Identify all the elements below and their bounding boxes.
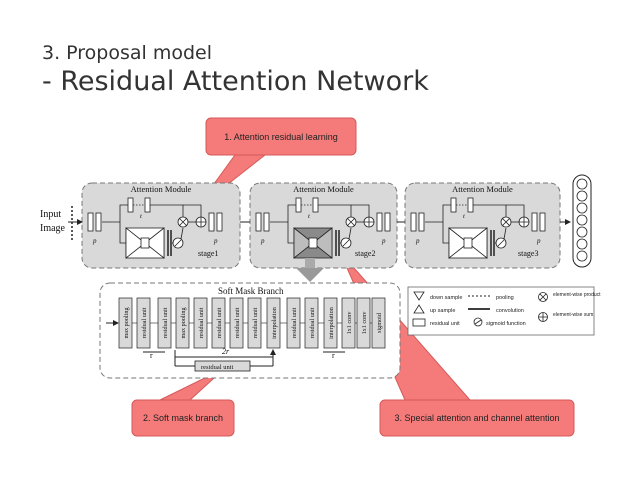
element-wise-sum-icon (518, 216, 530, 228)
soft-mask-block-label: 1x1 conv (346, 311, 353, 335)
attention-module-1: Attention Module stage1 p t p (81, 182, 241, 269)
legend-down-sample: down sample (430, 295, 462, 301)
attention-module-3: Attention Module stage3 p t p (404, 182, 561, 269)
output-node (576, 178, 588, 190)
attention-module-2: Attention Module stage2 p t p (249, 182, 398, 269)
callout-3: 3. Special attention and channel attenti… (379, 399, 575, 437)
soft-mask-block-label: 1x1 conv (361, 311, 368, 335)
p-label: p (260, 237, 265, 245)
soft-mask-block: residual unit (157, 297, 172, 349)
soft-mask-block: residual unit (136, 297, 151, 349)
output-node (576, 250, 588, 262)
module-label: Attention Module (131, 184, 192, 194)
up-sample-icon (413, 304, 425, 314)
hourglass-mask-icon (293, 227, 340, 259)
t-label: t (308, 213, 310, 220)
soft-mask-block: sigmoid (371, 297, 386, 349)
soft-mask-block-label: residual unit (162, 307, 169, 338)
p-label: p (536, 237, 541, 245)
soft-mask-block-label: residual unit (291, 307, 298, 338)
soft-mask-block-label: residual unit (141, 307, 148, 338)
input-label-line1: Input (40, 209, 61, 220)
t-label: t (140, 213, 142, 220)
p-label: p (415, 237, 420, 245)
soft-mask-block-label: max pooling (180, 307, 187, 338)
t-label: t (463, 213, 465, 220)
stage-label: stage2 (355, 249, 375, 258)
soft-mask-block: residual unit (193, 297, 208, 349)
soft-mask-block-label: residual unit (309, 307, 316, 338)
output-node (576, 238, 588, 250)
element-wise-product-icon (345, 216, 357, 228)
soft-mask-block-label: residual unit (234, 307, 241, 338)
callout-1-text: 1. Attention residual learning (224, 132, 338, 142)
soft-mask-block: residual unit (211, 297, 226, 349)
legend-up-sample: up sample (430, 308, 455, 314)
legend-sigmoid: sigmoid function (486, 321, 526, 327)
stage-label: stage1 (198, 249, 218, 258)
callout-1: 1. Attention residual learning (205, 117, 357, 156)
r-label-left: r (150, 351, 153, 360)
p-label: p (381, 237, 386, 245)
soft-mask-block-label: max pooling (123, 307, 130, 338)
hourglass-mask-icon (448, 227, 495, 259)
element-wise-sum-icon (363, 216, 375, 228)
soft-mask-block-label: residual unit (216, 307, 223, 338)
callout-3-text: 3. Special attention and channel attenti… (394, 413, 559, 423)
soft-mask-block: max pooling (118, 297, 133, 349)
soft-mask-block-label: residual unit (198, 307, 205, 338)
output-node (576, 226, 588, 238)
r-label-right: r (332, 351, 335, 360)
soft-mask-block: residual unit (286, 297, 301, 349)
soft-mask-block: residual unit (304, 297, 319, 349)
legend-residual-unit: residual unit (430, 321, 460, 327)
soft-mask-block-label: sigmoid (376, 312, 383, 333)
output-node (576, 202, 588, 214)
legend-convolution: convolution (496, 308, 524, 314)
soft-mask-block: 1x1 conv (356, 297, 371, 349)
stage2-to-softmask-arrow (296, 268, 324, 282)
stage2-to-softmask-stem (305, 258, 315, 268)
slide-subtitle: - Residual Attention Network (42, 66, 429, 97)
element-wise-product-icon (177, 216, 189, 228)
residual-unit-skip: residual unit (201, 364, 234, 371)
callout-2: 2. Soft mask branch (131, 399, 235, 437)
output-column (572, 174, 592, 268)
soft-mask-block-label: interpolation (271, 307, 278, 339)
legend-pooling: pooling (496, 295, 514, 301)
output-node (576, 190, 588, 202)
input-label-line2: Image (40, 223, 66, 234)
module-label: Attention Module (452, 184, 513, 194)
soft-mask-block-label: interpolation (328, 307, 335, 339)
stage-label: stage3 (518, 249, 538, 258)
soft-mask-block-label: residual unit (252, 307, 259, 338)
p-label: p (92, 237, 97, 245)
legend-element-wise-sum: element-wise sum (553, 312, 593, 318)
element-wise-sum-icon (195, 216, 207, 228)
p-label: p (213, 237, 218, 245)
soft-mask-block: max pooling (175, 297, 190, 349)
residual-unit-icon (412, 318, 426, 327)
element-wise-product-icon (500, 216, 512, 228)
slide-title: 3. Proposal model (42, 42, 213, 64)
legend-element-wise-product: element-wise product (553, 292, 601, 298)
down-sample-icon (413, 291, 425, 301)
callout-2-text: 2. Soft mask branch (143, 413, 223, 423)
module-label: Attention Module (293, 184, 354, 194)
soft-mask-branch: Soft Mask Branch max pooling residual uni… (99, 282, 401, 379)
hourglass-mask-icon (125, 227, 172, 259)
output-node (576, 214, 588, 226)
soft-mask-block: residual unit (229, 297, 244, 349)
two-r-label: 2r (222, 347, 230, 356)
soft-mask-block: interpolation (266, 297, 281, 349)
soft-mask-block: 1x1 conv (341, 297, 356, 349)
legend: down sample up sample residual unit pool… (407, 286, 601, 336)
soft-mask-block: residual unit (247, 297, 262, 349)
soft-mask-block: interpolation (323, 297, 338, 349)
soft-mask-title: Soft Mask Branch (218, 286, 284, 296)
